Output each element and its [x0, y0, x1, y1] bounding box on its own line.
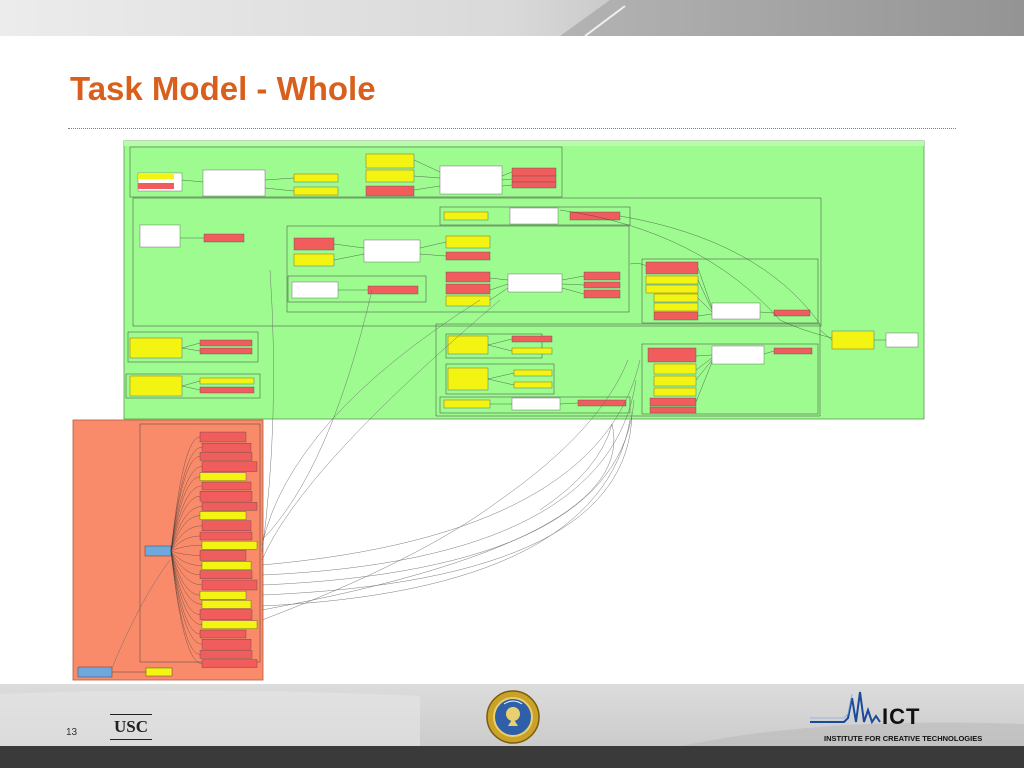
task-edge: [170, 456, 201, 552]
task-node: [201, 600, 252, 609]
task-edge: [170, 496, 201, 552]
task-node: [199, 570, 253, 579]
task-edge: [170, 466, 203, 552]
task-edge: [170, 545, 203, 552]
task-node: [199, 591, 247, 600]
task-edge: [170, 550, 203, 566]
task-node: [201, 481, 252, 491]
task-node: [201, 561, 252, 570]
task-edge: [170, 525, 203, 552]
ict-logo-text: ICT: [882, 704, 921, 729]
task-node: [199, 650, 253, 659]
task-edge: [170, 550, 203, 625]
task-node: [199, 511, 247, 520]
army-seal-icon: [486, 690, 540, 744]
task-node: [201, 579, 258, 591]
task-edge: [170, 485, 203, 552]
task-node: [201, 659, 258, 668]
task-edge: [170, 447, 203, 552]
task-node: [201, 502, 258, 511]
task-node: [201, 541, 258, 550]
task-node: [201, 639, 252, 650]
task-edge: [170, 550, 203, 586]
task-edge: [170, 515, 201, 552]
ict-logo-graphic: [810, 691, 881, 725]
task-node: [199, 472, 247, 481]
usc-logo: USC: [110, 714, 152, 740]
task-edge: [170, 535, 201, 552]
top-decorative-band: [0, 0, 1024, 36]
task-model-diagram: [72, 140, 925, 681]
task-node: [199, 491, 253, 502]
task-node: [199, 629, 247, 639]
task-node: [201, 520, 252, 531]
slide-number: 13: [66, 727, 78, 738]
task-edge: [170, 550, 201, 556]
task-edge: [170, 550, 201, 615]
task-edge: [170, 550, 203, 645]
title-divider: [68, 128, 956, 129]
task-node: [199, 452, 253, 461]
task-node: [199, 550, 247, 561]
task-node: [201, 461, 258, 472]
task-node: [201, 620, 258, 629]
task-node: [199, 609, 253, 620]
task-edge: [170, 550, 203, 605]
slide-title: Task Model - Whole: [70, 70, 376, 107]
task-node: [201, 443, 252, 452]
task-edge: [170, 550, 201, 655]
task-edge: [170, 476, 201, 552]
ict-logo-subtitle: INSTITUTE FOR CREATIVE TECHNOLOGIES: [824, 734, 983, 743]
task-node: [199, 431, 247, 443]
task-node: [199, 531, 253, 541]
bottom-decorative-band: [0, 684, 1024, 768]
task-edge: [170, 550, 201, 635]
task-edge: [170, 550, 201, 575]
